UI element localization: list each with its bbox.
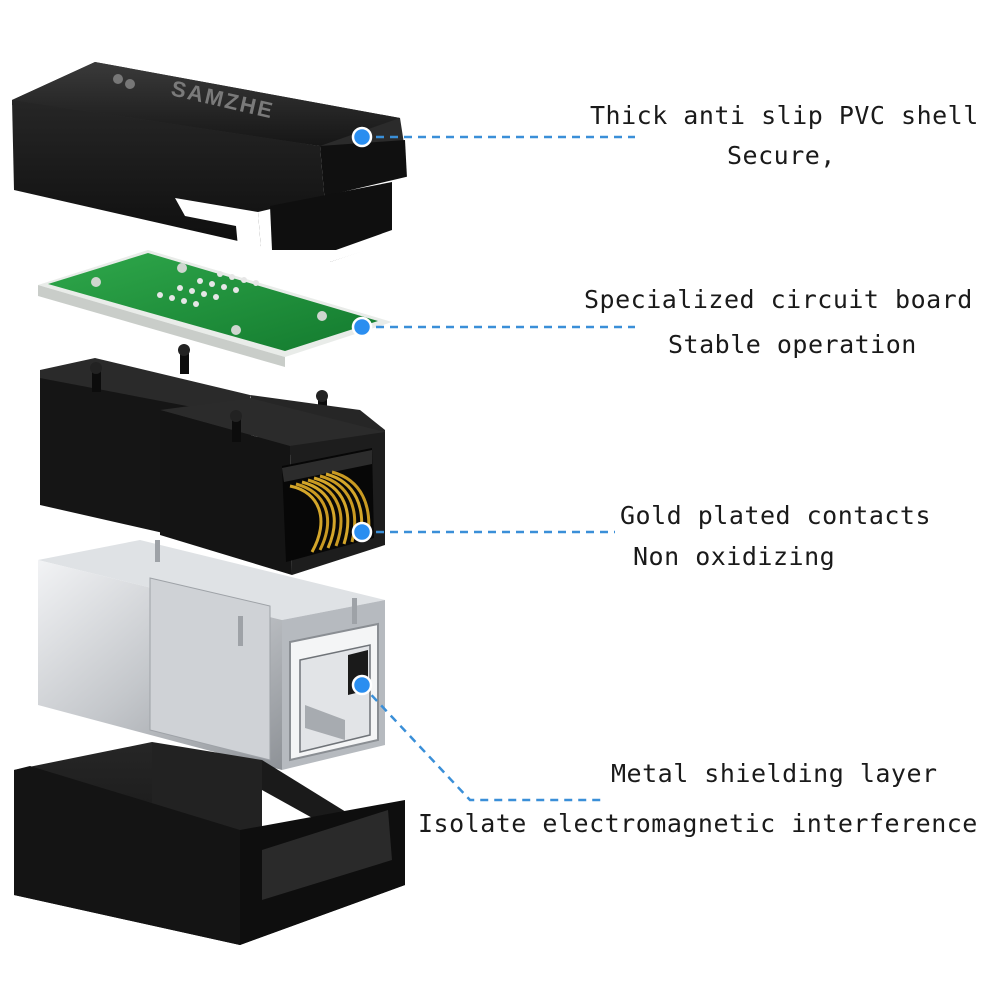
callout-shield-title: Metal shielding layer [611, 759, 938, 788]
callout-shield-subtitle: Isolate electromagnetic interference [418, 809, 978, 838]
top-pvc-shell [12, 62, 410, 268]
callout-board-subtitle: Stable operation [668, 330, 917, 359]
circuit-board [38, 250, 392, 367]
callout-board-title: Specialized circuit board [584, 285, 973, 314]
callout-contacts-subtitle: Non oxidizing [633, 542, 836, 571]
callout-dot-shield [351, 674, 373, 696]
metal-shield-cage [38, 540, 385, 770]
bottom-pvc-shell [14, 742, 405, 945]
callout-shell-subtitle: Secure, [727, 141, 836, 170]
callout-dot-contacts [351, 521, 373, 543]
callout-contacts-title: Gold plated contacts [620, 501, 932, 530]
callout-dots [351, 126, 373, 696]
leader-line-shield [361, 684, 602, 802]
twin-jack-assembly [40, 344, 385, 575]
callout-dot-board [351, 316, 373, 338]
callout-dot-shell [351, 126, 373, 148]
callout-shell-title: Thick anti slip PVC shell [590, 101, 979, 130]
leader-lines [361, 135, 635, 802]
